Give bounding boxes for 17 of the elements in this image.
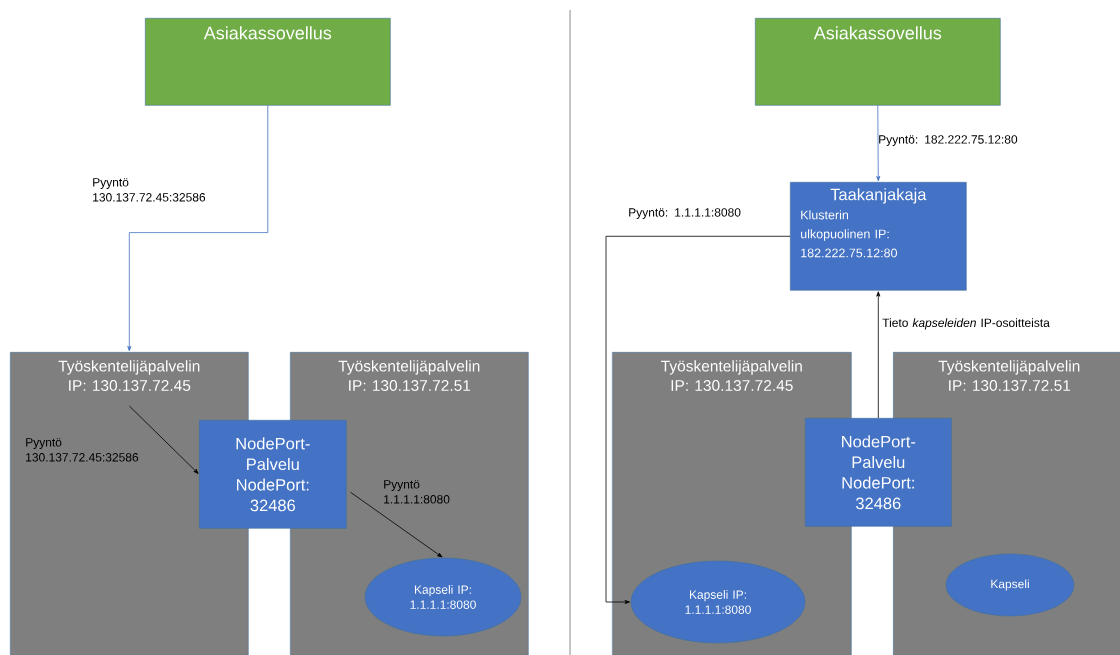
service-box: NodePort-Palvelu NodePort: 32486 — [805, 418, 952, 527]
edge-label: Pyyntö 130.137.72.45:32586 — [93, 178, 206, 202]
edge-label: Pyyntö: 182.222.75.12:80 — [879, 135, 1018, 147]
arrow — [605, 235, 791, 604]
edge-label: Pyyntö 1.1.1.1:8080 — [384, 480, 450, 504]
arrow — [876, 105, 881, 182]
edge-label: Pyyntö 130.137.72.45:32586 — [26, 438, 139, 462]
arrow — [127, 105, 269, 352]
arrow — [128, 405, 199, 474]
edge-label: Pyyntö: 1.1.1.1:8080 — [629, 208, 741, 220]
arrow — [350, 491, 443, 558]
arrow — [876, 291, 881, 419]
edge-label: Tieto kapseleiden IP-osoitteista — [882, 318, 1050, 330]
app-box: Asiakassovellus — [755, 18, 1001, 106]
app-box: Asiakassovellus — [145, 18, 391, 106]
service-box: NodePort-Palvelu NodePort: 32486 — [199, 420, 347, 529]
load-balancer-box: Taakanjakaja Klusterin ulkopuolinen IP: 182.222.75.12:80 — [790, 182, 967, 291]
